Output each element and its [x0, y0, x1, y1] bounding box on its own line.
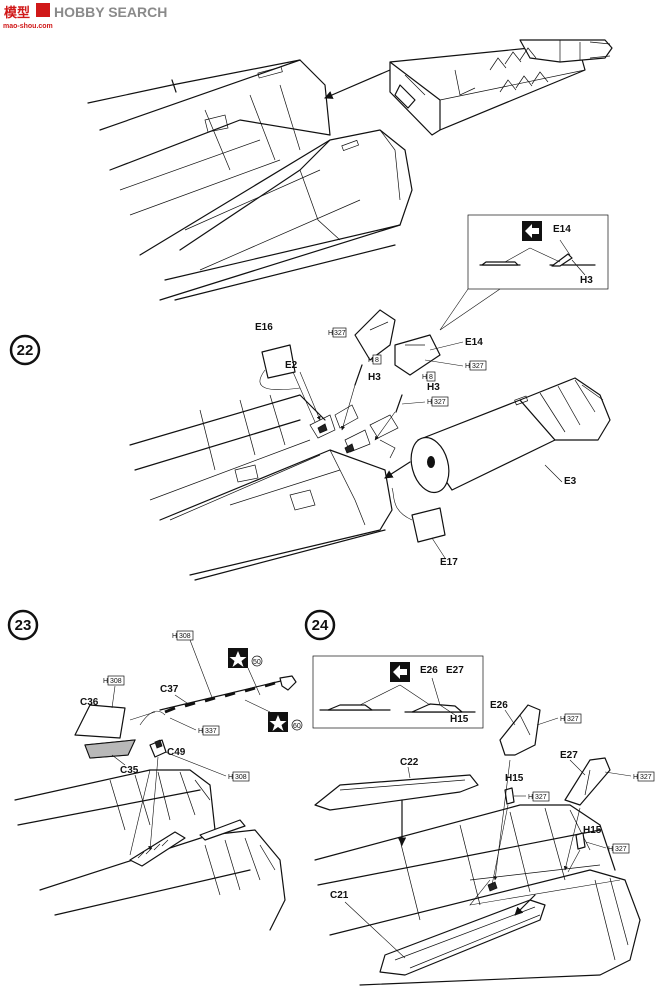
svg-text:H: H — [172, 633, 177, 640]
paint-ref-h327-a: H 327 — [328, 327, 347, 338]
paint-ref-h337: H 337 — [198, 725, 220, 736]
part-e26 — [499, 704, 541, 756]
step-22: 22 — [9, 309, 611, 581]
part-h15-a — [504, 787, 515, 805]
paint-ref-h327-e27: H 327 — [633, 771, 655, 782]
label-c36: C36 — [80, 697, 99, 708]
detail-callout-e14: E14 H3 — [439, 214, 609, 331]
label-c37: C37 — [160, 684, 179, 695]
callout-h3-label: H3 — [580, 275, 593, 286]
svg-text:H: H — [328, 330, 333, 337]
paint-ref-h327-b: H 327 — [465, 360, 487, 371]
label-h15-a: H15 — [505, 773, 524, 784]
paint-ref-h8-a: H 8 — [368, 354, 382, 365]
hobby-search-logo: 模型 HOBBY SEARCH mao-shou.com — [3, 3, 167, 30]
label-c49: C49 — [167, 747, 186, 758]
svg-text:H: H — [560, 716, 565, 723]
callout-label-h15: H15 — [450, 714, 469, 725]
step-23-number: 23 — [15, 617, 32, 634]
label-h3-a: H3 — [368, 372, 381, 383]
paint-ref-h327-c: H 327 — [427, 396, 449, 407]
paint-ref-h308-left: H 308 — [103, 675, 125, 686]
svg-text:308: 308 — [235, 774, 247, 781]
part-c35 — [84, 739, 136, 759]
logo-text: HOBBY SEARCH — [54, 4, 167, 20]
decal-number-50: 50 — [253, 659, 261, 666]
label-h3-b: H3 — [427, 382, 440, 393]
paint-ref-h308-top: H 308 — [172, 630, 194, 641]
svg-text:H: H — [103, 678, 108, 685]
svg-text:308: 308 — [110, 678, 122, 685]
svg-text:H: H — [368, 357, 373, 364]
svg-text:327: 327 — [567, 716, 579, 723]
label-e17: E17 — [440, 557, 458, 568]
step-22-number: 22 — [17, 342, 34, 359]
svg-text:H: H — [427, 399, 432, 406]
step-24-number: 24 — [312, 617, 329, 634]
svg-text:8: 8 — [375, 357, 379, 364]
svg-text:327: 327 — [615, 846, 627, 853]
part-c36 — [74, 704, 126, 739]
label-c35: C35 — [120, 765, 139, 776]
label-e16: E16 — [255, 322, 273, 333]
top-assembly-diagram — [87, 39, 613, 301]
svg-text:H: H — [465, 363, 470, 370]
svg-text:H: H — [228, 774, 233, 781]
label-e27: E27 — [560, 750, 578, 761]
step-22-circle — [9, 334, 41, 366]
svg-text:327: 327 — [434, 399, 446, 406]
label-e3: E3 — [564, 476, 577, 487]
arrow-direction-icon — [522, 221, 542, 241]
svg-text:308: 308 — [179, 633, 191, 640]
label-e26: E26 — [490, 700, 508, 711]
part-c22 — [314, 774, 479, 811]
svg-text:H: H — [528, 794, 533, 801]
paint-ref-h8-b: H 8 — [422, 371, 436, 382]
svg-text:H: H — [198, 728, 203, 735]
svg-text:327: 327 — [334, 330, 346, 337]
part-h15-b — [575, 832, 586, 850]
svg-text:H: H — [608, 846, 613, 853]
logo-square-icon — [36, 3, 50, 17]
paint-ref-h308-bottom: H 308 — [228, 771, 250, 782]
paint-ref-h327-e26: H 327 — [560, 713, 582, 724]
step-24-circle — [304, 609, 336, 641]
svg-text:H: H — [422, 374, 427, 381]
logo-chinese: 模型 — [4, 5, 30, 21]
step-24: 24 E26 E27 H15 — [304, 609, 655, 986]
step-23-circle — [7, 609, 39, 641]
decal-star-icon-60 — [268, 712, 288, 732]
label-c21: C21 — [330, 890, 349, 901]
paint-ref-h327-h15b: H 327 — [608, 843, 630, 854]
decal-star-icon-50 — [228, 648, 248, 668]
svg-text:327: 327 — [640, 774, 652, 781]
part-c21 — [379, 899, 546, 976]
svg-text:327: 327 — [472, 363, 484, 370]
c36-mounted-part — [129, 831, 186, 867]
label-e2: E2 — [285, 360, 298, 371]
callout-e14-label: E14 — [553, 224, 571, 235]
svg-text:8: 8 — [429, 374, 433, 381]
paint-ref-h327-h15a: H 327 — [528, 791, 550, 802]
label-e14: E14 — [465, 337, 483, 348]
svg-text:327: 327 — [535, 794, 547, 801]
svg-text:337: 337 — [205, 728, 217, 735]
label-c22: C22 — [400, 757, 419, 768]
label-h15-b: H15 — [583, 825, 602, 836]
svg-text:H: H — [633, 774, 638, 781]
decal-number-60: 60 — [293, 723, 301, 730]
arrow-direction-icon-24 — [390, 662, 410, 682]
callout-label-e27: E27 — [446, 665, 464, 676]
callout-label-e26: E26 — [420, 665, 438, 676]
logo-url: mao-shou.com — [3, 23, 53, 30]
step-23: 23 — [7, 609, 303, 931]
